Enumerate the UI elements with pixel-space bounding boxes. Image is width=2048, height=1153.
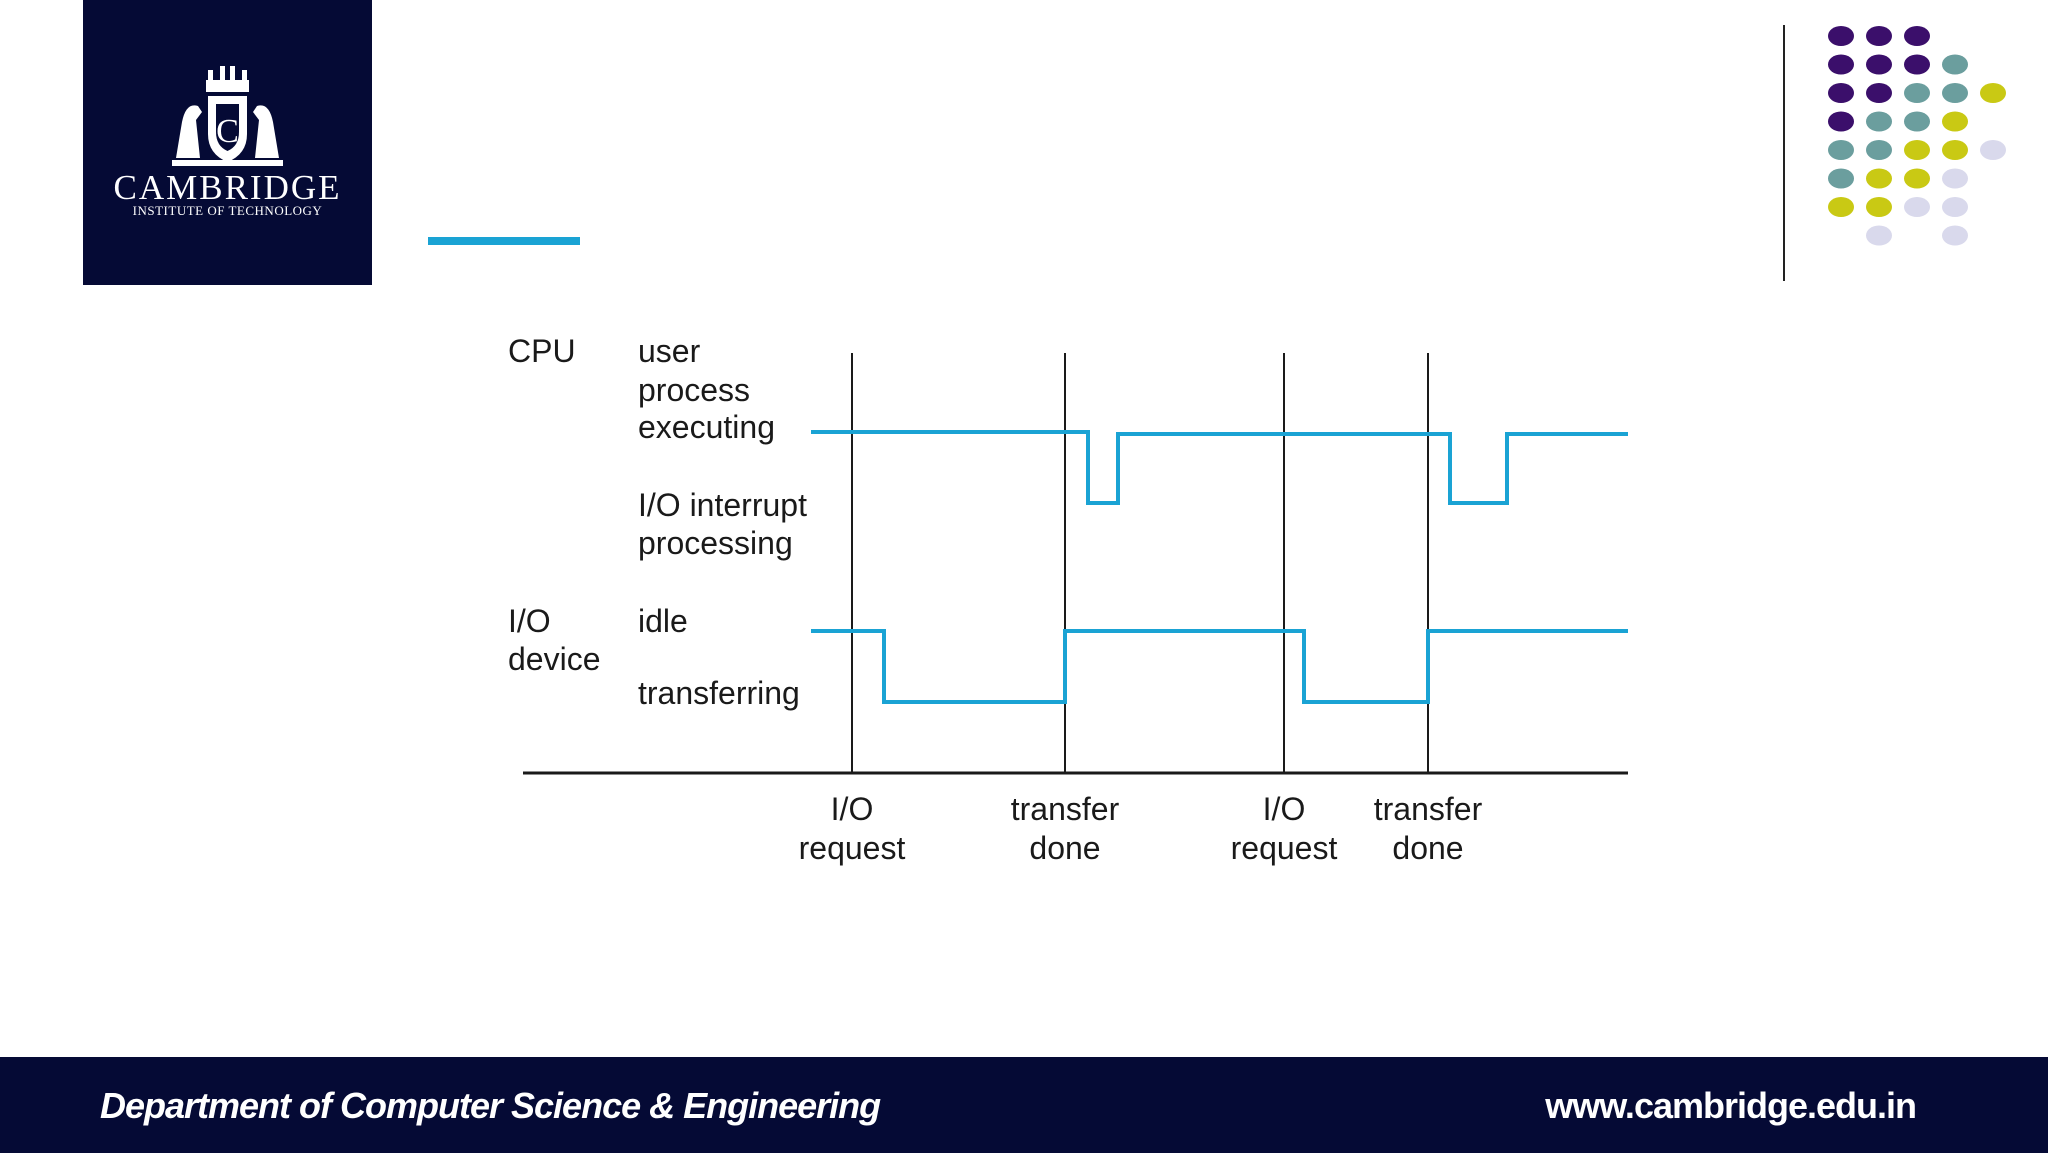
decorative-dot — [1828, 111, 1854, 132]
title-accent-bar — [428, 237, 580, 245]
footer-website-link[interactable]: www.cambridge.edu.in — [1545, 1085, 1917, 1126]
cpu-low-label-line2: processing — [638, 525, 793, 561]
logo-subtitle: INSTITUTE OF TECHNOLOGY — [132, 203, 323, 218]
decorative-dot — [1866, 26, 1892, 46]
decorative-dot — [1828, 140, 1854, 160]
decorative-dot — [1942, 54, 1968, 75]
decorative-dot — [1866, 168, 1892, 189]
footer-bar: Department of Computer Science & Enginee… — [0, 1057, 2048, 1153]
decorative-dot — [1866, 54, 1892, 75]
io-low-label: transferring — [638, 675, 800, 711]
logo-name: CAMBRIDGE — [113, 168, 342, 207]
decorative-dot — [1866, 83, 1892, 103]
decorative-dot — [1866, 225, 1892, 246]
decorative-dot — [1980, 140, 2006, 160]
footer-department: Department of Computer Science & Enginee… — [100, 1085, 881, 1126]
event-3-label-line1: I/O — [1263, 791, 1306, 827]
decorative-dot — [1904, 197, 1930, 217]
io-signal-trace — [811, 629, 1628, 704]
decorative-dot — [1904, 140, 1930, 160]
event-4-label-line1: transfer — [1374, 791, 1483, 827]
decorative-dot — [1904, 26, 1930, 46]
decorative-dot — [1866, 140, 1892, 160]
decorative-dot — [1942, 83, 1968, 103]
corner-divider — [1783, 25, 1785, 281]
decorative-dot — [1904, 111, 1930, 132]
decorative-dot — [1828, 197, 1854, 217]
decorative-dot — [1904, 54, 1930, 75]
decorative-dot — [1980, 83, 2006, 103]
event-2-label-line1: transfer — [1011, 791, 1120, 827]
decorative-dot — [1866, 111, 1892, 132]
event-1-label-line1: I/O — [831, 791, 874, 827]
svg-text:C: C — [216, 113, 239, 150]
decorative-dot — [1942, 111, 1968, 132]
event-4-label-line2: done — [1392, 830, 1463, 866]
event-1-label-line2: request — [799, 830, 906, 866]
cpu-high-label-line2: process — [638, 372, 750, 408]
decorative-dot — [1904, 83, 1930, 103]
cpu-low-label-line1: I/O interrupt — [638, 487, 807, 523]
decorative-dot — [1942, 225, 1968, 246]
decorative-dot — [1866, 197, 1892, 217]
cpu-high-label-line3: executing — [638, 409, 775, 445]
decorative-dot — [1942, 168, 1968, 189]
cpu-high-label-line1: user — [638, 333, 701, 369]
io-label-line1: I/O — [508, 603, 551, 639]
decorative-dot — [1828, 168, 1854, 189]
decorative-dot — [1828, 83, 1854, 103]
decorative-dot — [1828, 26, 1854, 46]
decorative-dot — [1828, 54, 1854, 75]
io-label-line2: device — [508, 641, 601, 677]
cpu-label: CPU — [508, 333, 576, 369]
event-2-label-line2: done — [1029, 830, 1100, 866]
decorative-dot — [1904, 168, 1930, 189]
cpu-signal-trace — [811, 430, 1628, 505]
decorative-dots — [1828, 26, 2006, 246]
decorative-dot — [1942, 140, 1968, 160]
decorative-dot — [1942, 197, 1968, 217]
institution-logo: C CAMBRIDGE INSTITUTE OF TECHNOLOGY — [83, 0, 372, 285]
crest-icon: C — [172, 66, 283, 166]
io-high-label: idle — [638, 603, 688, 639]
event-3-label-line2: request — [1231, 830, 1338, 866]
